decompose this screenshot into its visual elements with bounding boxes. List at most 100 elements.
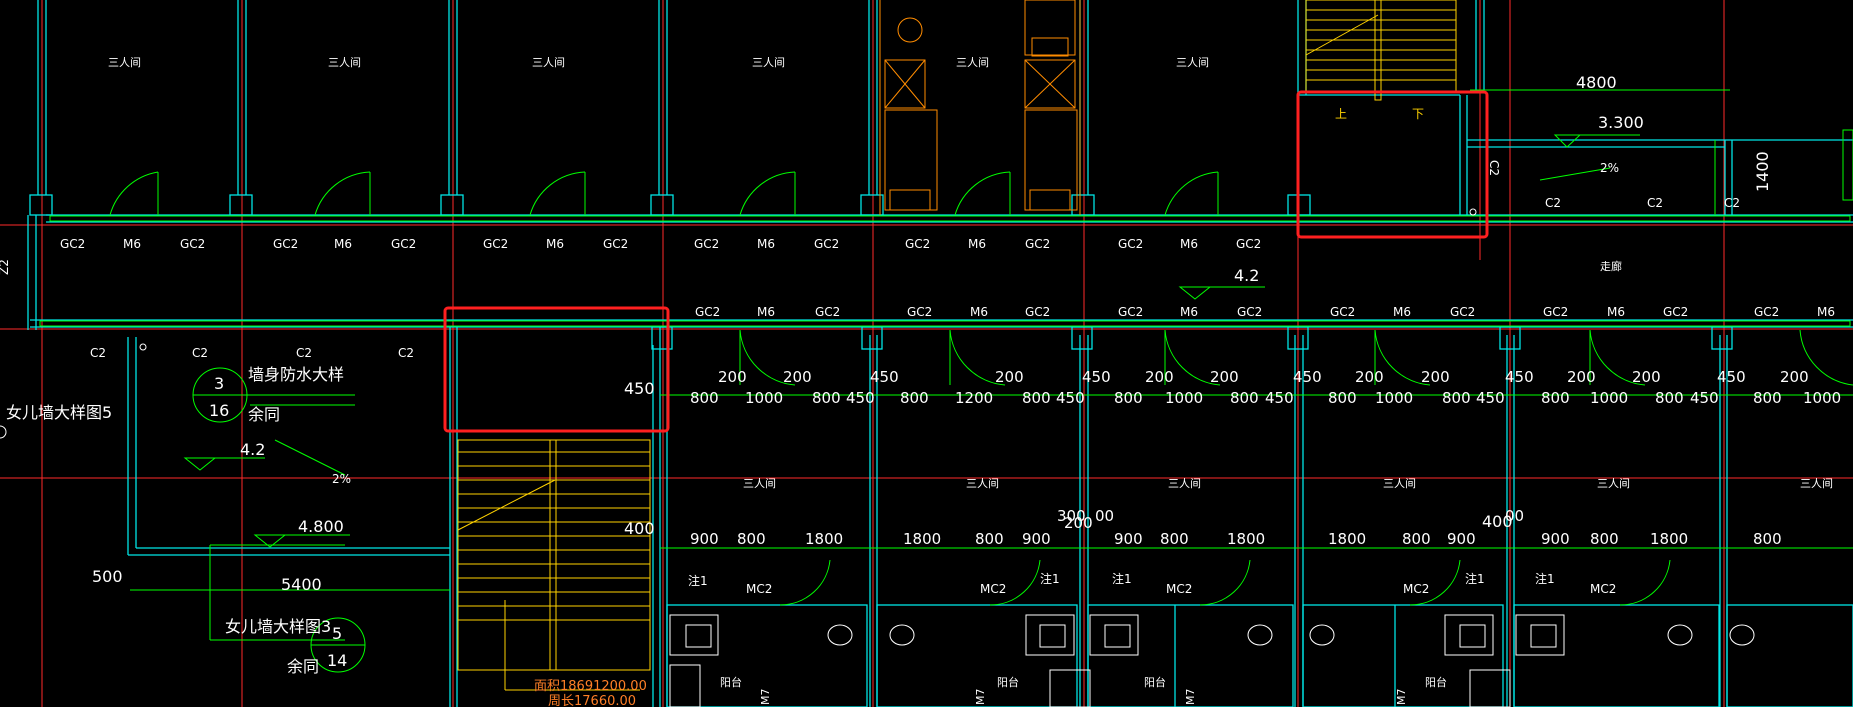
room-label: 三人间 — [1176, 56, 1209, 69]
window-label: GC2 — [483, 237, 508, 251]
window-label: GC2 — [1118, 237, 1143, 251]
window-label: GC2 — [60, 237, 85, 251]
svg-text:5400: 5400 — [281, 575, 322, 594]
room-label: 三人间 — [1800, 477, 1833, 490]
window-label: M6 — [123, 237, 141, 251]
window-label: GC2 — [1118, 305, 1143, 319]
slope-label: 2% — [332, 472, 351, 486]
window-label: GC2 — [391, 237, 416, 251]
svg-text:800: 800 — [1160, 530, 1189, 548]
svg-text:450: 450 — [1505, 368, 1534, 386]
furniture — [879, 0, 1081, 215]
room-labels-bottom: 三人间 三人间 三人间 三人间 三人间 三人间 — [743, 477, 1833, 490]
svg-text:00: 00 — [1505, 507, 1524, 525]
svg-text:3: 3 — [214, 374, 224, 393]
room-label: 三人间 — [1168, 477, 1201, 490]
svg-text:1800: 1800 — [1227, 530, 1265, 548]
svg-text:300: 300 — [1057, 507, 1086, 525]
svg-text:800: 800 — [1753, 530, 1782, 548]
svg-text:4800: 4800 — [1576, 73, 1617, 92]
svg-text:900: 900 — [1447, 530, 1476, 548]
room-label: 三人间 — [743, 477, 776, 490]
svg-text:400: 400 — [1482, 512, 1513, 531]
svg-text:800: 800 — [1402, 530, 1431, 548]
selection-box-top-landing[interactable] — [1296, 90, 1489, 239]
svg-text:女儿墙大样图3: 女儿墙大样图3 — [225, 617, 331, 636]
window-label: M6 — [546, 237, 564, 251]
svg-text:500: 500 — [92, 567, 123, 586]
svg-text:450: 450 — [1476, 389, 1505, 407]
window-label: M6 — [1607, 305, 1625, 319]
stair-down-label: 下 — [1412, 107, 1424, 121]
perimeter-readout: 周长17660.00 — [548, 694, 636, 707]
svg-text:900: 900 — [1114, 530, 1143, 548]
dimension-row-1: 200 200 450 200 450 200 200 450 200 200 … — [718, 368, 1809, 386]
window-label: GC2 — [273, 237, 298, 251]
level-label: 4.2 — [1234, 266, 1259, 285]
svg-text:400: 400 — [624, 519, 655, 538]
room-label: 三人间 — [966, 477, 999, 490]
svg-text:墙身防水大样: 墙身防水大样 — [248, 365, 344, 384]
z2-label: Z2 — [0, 259, 11, 275]
dimension-row-3: 900 800 1800 1800 800 900 900 800 1800 1… — [690, 530, 1782, 548]
window-label: GC2 — [905, 237, 930, 251]
svg-text:450: 450 — [624, 379, 655, 398]
svg-text:450: 450 — [1690, 389, 1719, 407]
window-label: GC2 — [1330, 305, 1355, 319]
level-labels: 3.300 4.2 4.2 4.800 2% 2% — [240, 113, 1644, 536]
svg-text:1000: 1000 — [1375, 389, 1413, 407]
walls — [27, 0, 1853, 707]
svg-text:14: 14 — [327, 651, 347, 670]
window-label: C2 — [1724, 196, 1740, 210]
bathroom-fixtures — [669, 614, 1755, 707]
window-label: GC2 — [1754, 305, 1779, 319]
svg-text:800: 800 — [900, 389, 929, 407]
svg-text:800: 800 — [1590, 530, 1619, 548]
dimension-row-2: 800 1000 800 450 800 1200 800 450 800 10… — [690, 389, 1841, 407]
window-label: M6 — [1817, 305, 1835, 319]
window-label: GC2 — [1663, 305, 1688, 319]
window-label: C2 — [192, 346, 208, 360]
svg-text:余同: 余同 — [248, 405, 280, 424]
detail-circles — [192, 367, 366, 673]
window-label: C2 — [1545, 196, 1561, 210]
svg-text:200: 200 — [1780, 368, 1809, 386]
window-label: M6 — [1393, 305, 1411, 319]
window-label: M6 — [1180, 305, 1198, 319]
level-label: 4.2 — [240, 440, 265, 459]
svg-text:MC2: MC2 — [1403, 582, 1429, 596]
svg-text:800: 800 — [1753, 389, 1782, 407]
level-markers — [183, 134, 1640, 548]
stair-up-label: 上 — [1335, 107, 1347, 121]
svg-text:900: 900 — [1541, 530, 1570, 548]
svg-text:800: 800 — [737, 530, 766, 548]
svg-text:注1: 注1 — [1112, 571, 1132, 586]
svg-text:1000: 1000 — [745, 389, 783, 407]
note-labels: 注1 注1 注1 注1 注1 — [688, 571, 1555, 588]
svg-text:800: 800 — [1328, 389, 1357, 407]
balcony-labels: 阳台 阳台 阳台 阳台 — [720, 675, 1447, 689]
window-label: M6 — [757, 305, 775, 319]
svg-text:M7: M7 — [974, 689, 987, 706]
c2-labels: C2 C2 C2 C2 C2 C2 C2 — [90, 196, 1740, 360]
window-label: GC2 — [695, 305, 720, 319]
room-label: 三人间 — [108, 56, 141, 69]
stair-bottom — [457, 439, 651, 691]
window-label: GC2 — [907, 305, 932, 319]
slope-label: 2% — [1600, 161, 1619, 175]
svg-text:800: 800 — [1114, 389, 1143, 407]
room-labels-top: 三人间 三人间 三人间 三人间 三人间 三人间 — [108, 56, 1209, 69]
svg-text:450: 450 — [846, 389, 875, 407]
svg-text:200: 200 — [1567, 368, 1596, 386]
svg-text:1000: 1000 — [1590, 389, 1628, 407]
selection-box-stair-landing[interactable] — [443, 306, 670, 433]
window-label: M6 — [1180, 237, 1198, 251]
svg-text:1000: 1000 — [1165, 389, 1203, 407]
svg-text:MC2: MC2 — [1590, 582, 1616, 596]
svg-text:800: 800 — [690, 389, 719, 407]
window-labels-row-1: GC2 M6 GC2 GC2 M6 GC2 GC2 M6 GC2 GC2 M6 … — [60, 237, 1261, 251]
detail-callout-5: 5 14 女儿墙大样图3 余同 — [225, 617, 347, 676]
window-label: GC2 — [603, 237, 628, 251]
